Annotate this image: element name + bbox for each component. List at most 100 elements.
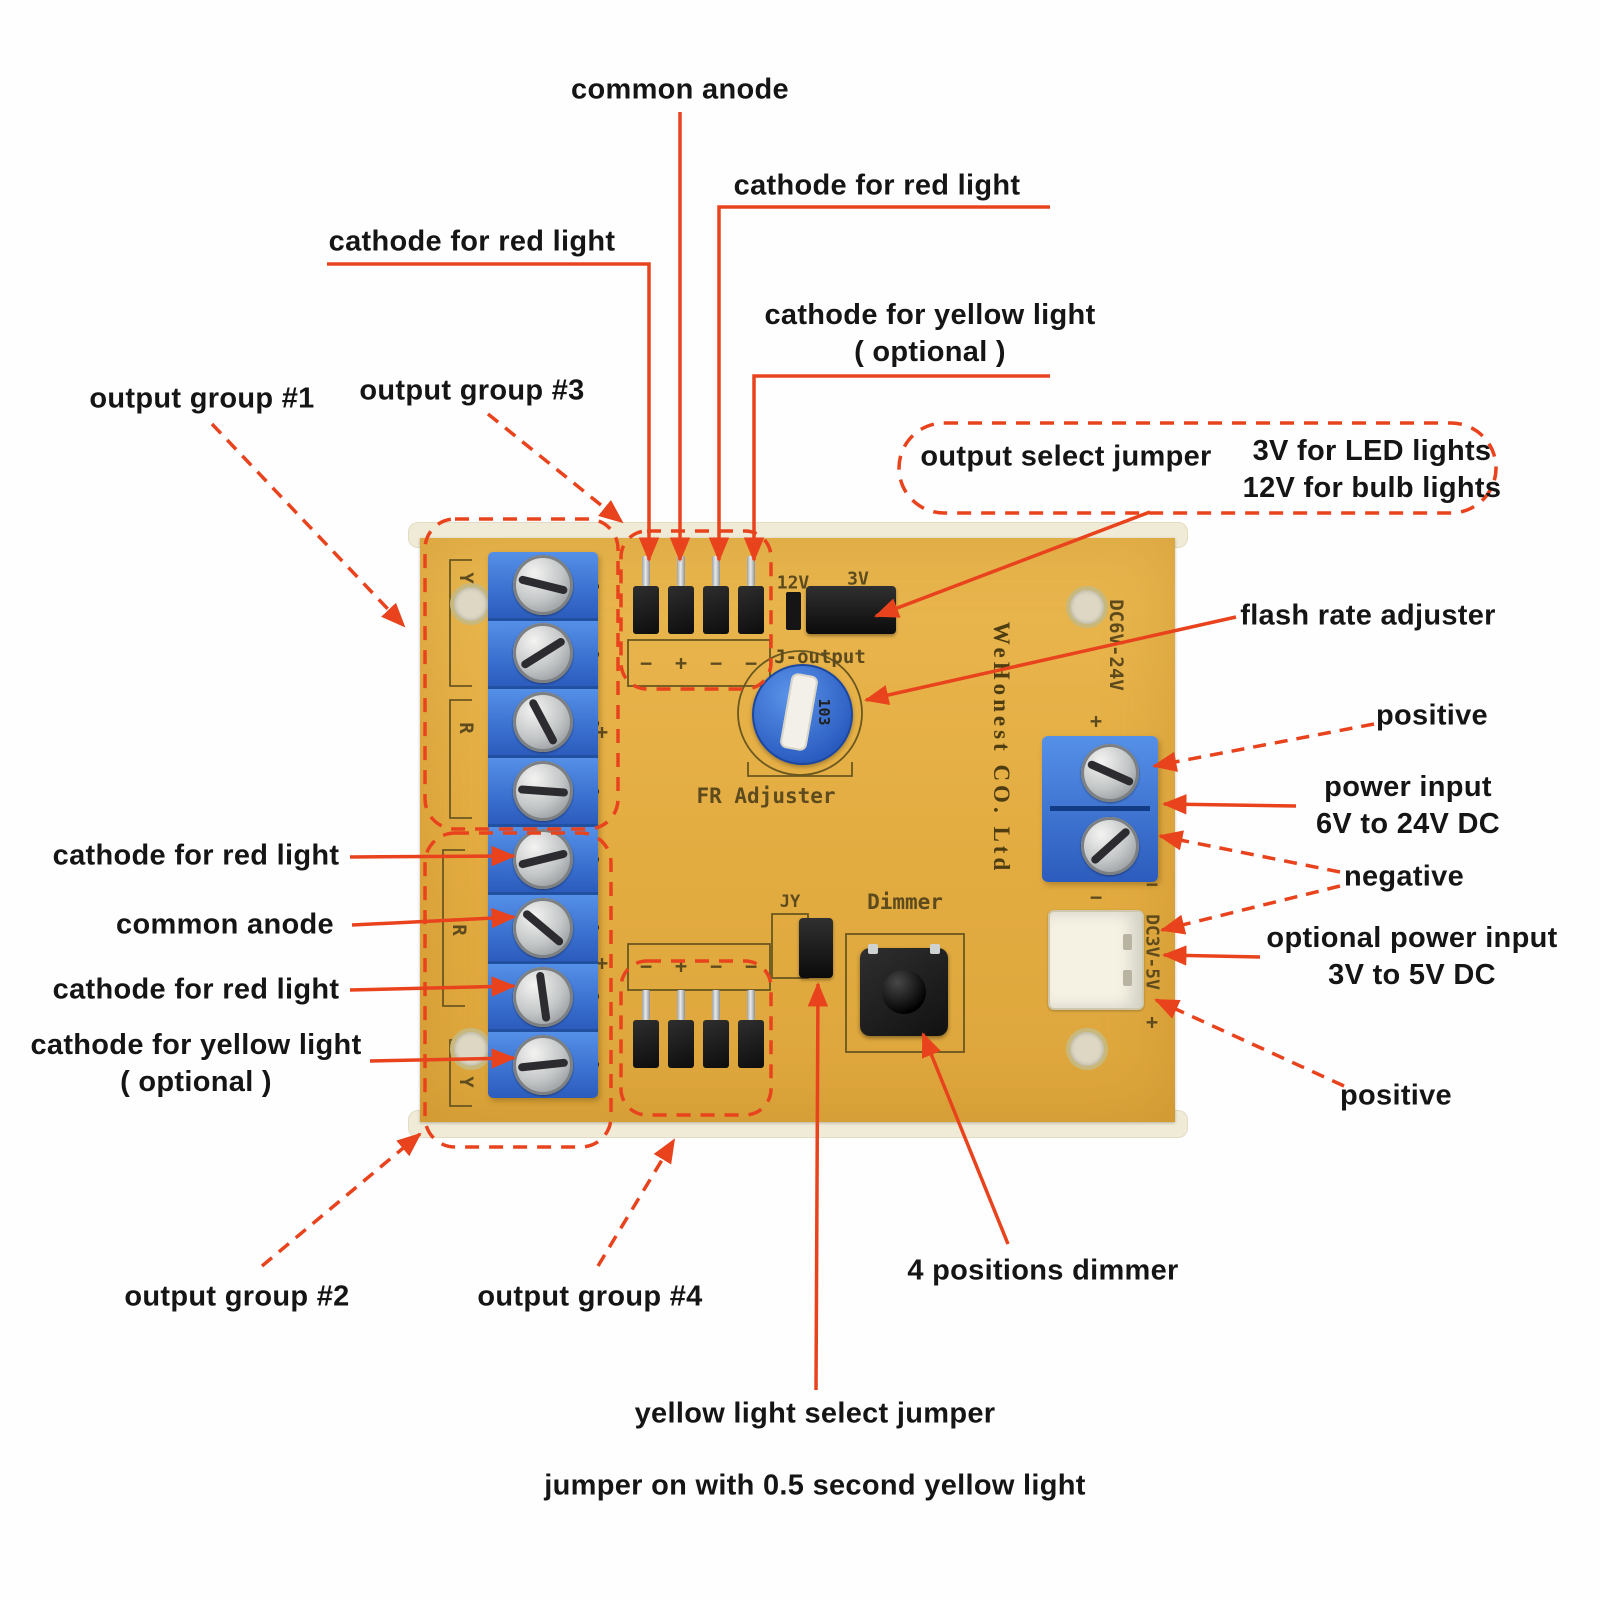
label-line: 6V to 24V DC [1315,808,1501,840]
connector-pin [1123,970,1132,986]
silkscreen-dc3v-5v-label: DC3V-5V [1141,914,1163,990]
silkscreen-mark: − [744,651,758,675]
silkscreen-mark: + [674,954,688,978]
label-cathode-red-top-right: cathode for red light [733,169,1021,202]
label-line: 12V for bulb lights [1242,472,1502,504]
silkscreen-plus-optional: + [1145,1010,1159,1034]
silkscreen-minus-main: − [1089,885,1103,909]
label-cathode-yellow-left: cathode for yellow light ( optional ) [30,1027,361,1101]
label-cathode-red-left-2: cathode for red light [52,973,340,1006]
arrow-power-input [1161,794,1297,815]
terminal-screw [513,623,573,684]
silkscreen-fr-adjuster-label: FR Adjuster [696,784,836,808]
pin-metal [642,990,650,1020]
silkscreen-r-top: R [455,722,477,734]
output-terminal-block [488,552,598,1098]
yellow-select-jumper-block [799,918,833,978]
pin-body [738,586,764,634]
label-output-group-4: output group #4 [477,1280,703,1313]
label-line: cathode for yellow light [764,299,1096,331]
pin-metal [677,990,685,1020]
label-negative: negative [1343,860,1465,893]
silkscreen-y-top: Y [455,572,477,584]
power-terminal-block [1042,736,1158,882]
label-positive-bottom: positive [1340,1079,1452,1112]
arrow-positive-bottom [1154,998,1345,1088]
connector-pin [1123,934,1132,950]
pin-body [738,1020,764,1068]
silkscreen-mark: − [639,651,653,675]
terminal-screw [513,554,573,615]
pin-metal [712,556,720,586]
pin-body [633,1020,659,1068]
arrow-output-group-1 [210,422,406,628]
label-yellow-jumper-line2: jumper on with 0.5 second yellow light [544,1469,1086,1502]
silkscreen-jy-label: JY [779,892,801,912]
label-cathode-yellow-top: cathode for yellow light ( optional ) [764,297,1095,371]
label-cathode-red-left-1: cathode for red light [52,839,340,872]
pin-metal [642,556,650,586]
dimmer-button [882,970,926,1014]
label-power-input: power input 6V to 24V DC [1316,769,1500,843]
terminal-cell [488,826,598,896]
pin-metal [712,990,720,1020]
silkscreen-plus-main: + [1089,709,1103,733]
silkscreen-12v-label: 12V [776,572,810,594]
arrow-cathode-red-top-left [327,262,660,563]
silkscreen-dc6v-24v-label: DC6V-24V [1105,599,1127,691]
label-common-anode-top: common anode [571,73,789,106]
label-cathode-red-top-left: cathode for red light [328,225,616,258]
header-pin [703,990,729,1068]
silkscreen-r-bottom: R [448,924,470,936]
label-common-anode-left: common anode [116,908,334,941]
silkscreen-3v-label: 3V [847,568,869,590]
output-select-jumper-block [806,586,896,634]
output-header-top [633,556,764,634]
terminal-cell [488,552,598,621]
terminal-cell [488,689,598,758]
header-pin [738,990,764,1068]
label-line: 3V for LED lights [1252,435,1492,467]
pin-body [703,586,729,634]
power-screw-positive [1081,744,1139,802]
pin-body [668,1020,694,1068]
label-output-select-description: 3V for LED lights 12V for bulb lights [1243,433,1502,507]
arrow-cathode-red-top-right [708,205,1050,563]
label-output-group-3: output group #3 [359,374,585,407]
header-pin [633,990,659,1068]
silkscreen-j-output-label: J-output [774,646,866,668]
terminal-cell [488,1032,598,1098]
header-pin [703,556,729,634]
label-yellow-jumper-line1: yellow light select jumper [634,1397,996,1430]
terminal-screw [513,966,573,1027]
label-line: optional power input [1266,922,1558,954]
arrow-positive-top [1151,722,1375,772]
pin-body [703,1020,729,1068]
arrow-output-group-4 [596,1138,676,1267]
optional-power-connector [1048,910,1144,1010]
silkscreen-mark: − [744,954,758,978]
header-pin [668,990,694,1068]
arrow-output-group-3 [486,412,624,524]
label-line: ( optional ) [854,336,1006,368]
silkscreen-company-label: WeHonest CO. Ltd [989,621,1014,875]
label-line: ( optional ) [120,1066,272,1098]
label-line: 3V to 5V DC [1328,959,1496,991]
label-line: power input [1324,771,1492,803]
pin-metal [747,990,755,1020]
output-select-pin [786,592,801,630]
label-flash-rate: flash rate adjuster [1240,599,1496,632]
mounting-hole [450,583,492,625]
terminal-screw [513,692,573,753]
label-positive-top: positive [1376,699,1488,732]
header-pin [668,556,694,634]
label-line: cathode for yellow light [30,1029,362,1061]
terminal-cell [488,963,598,1033]
terminal-cell [488,757,598,827]
arrow-output-group-2 [260,1132,422,1268]
silkscreen-mark: + [674,651,688,675]
label-optional-power: optional power input 3V to 5V DC [1266,920,1557,994]
pin-metal [747,556,755,586]
terminal-screw [513,897,573,958]
